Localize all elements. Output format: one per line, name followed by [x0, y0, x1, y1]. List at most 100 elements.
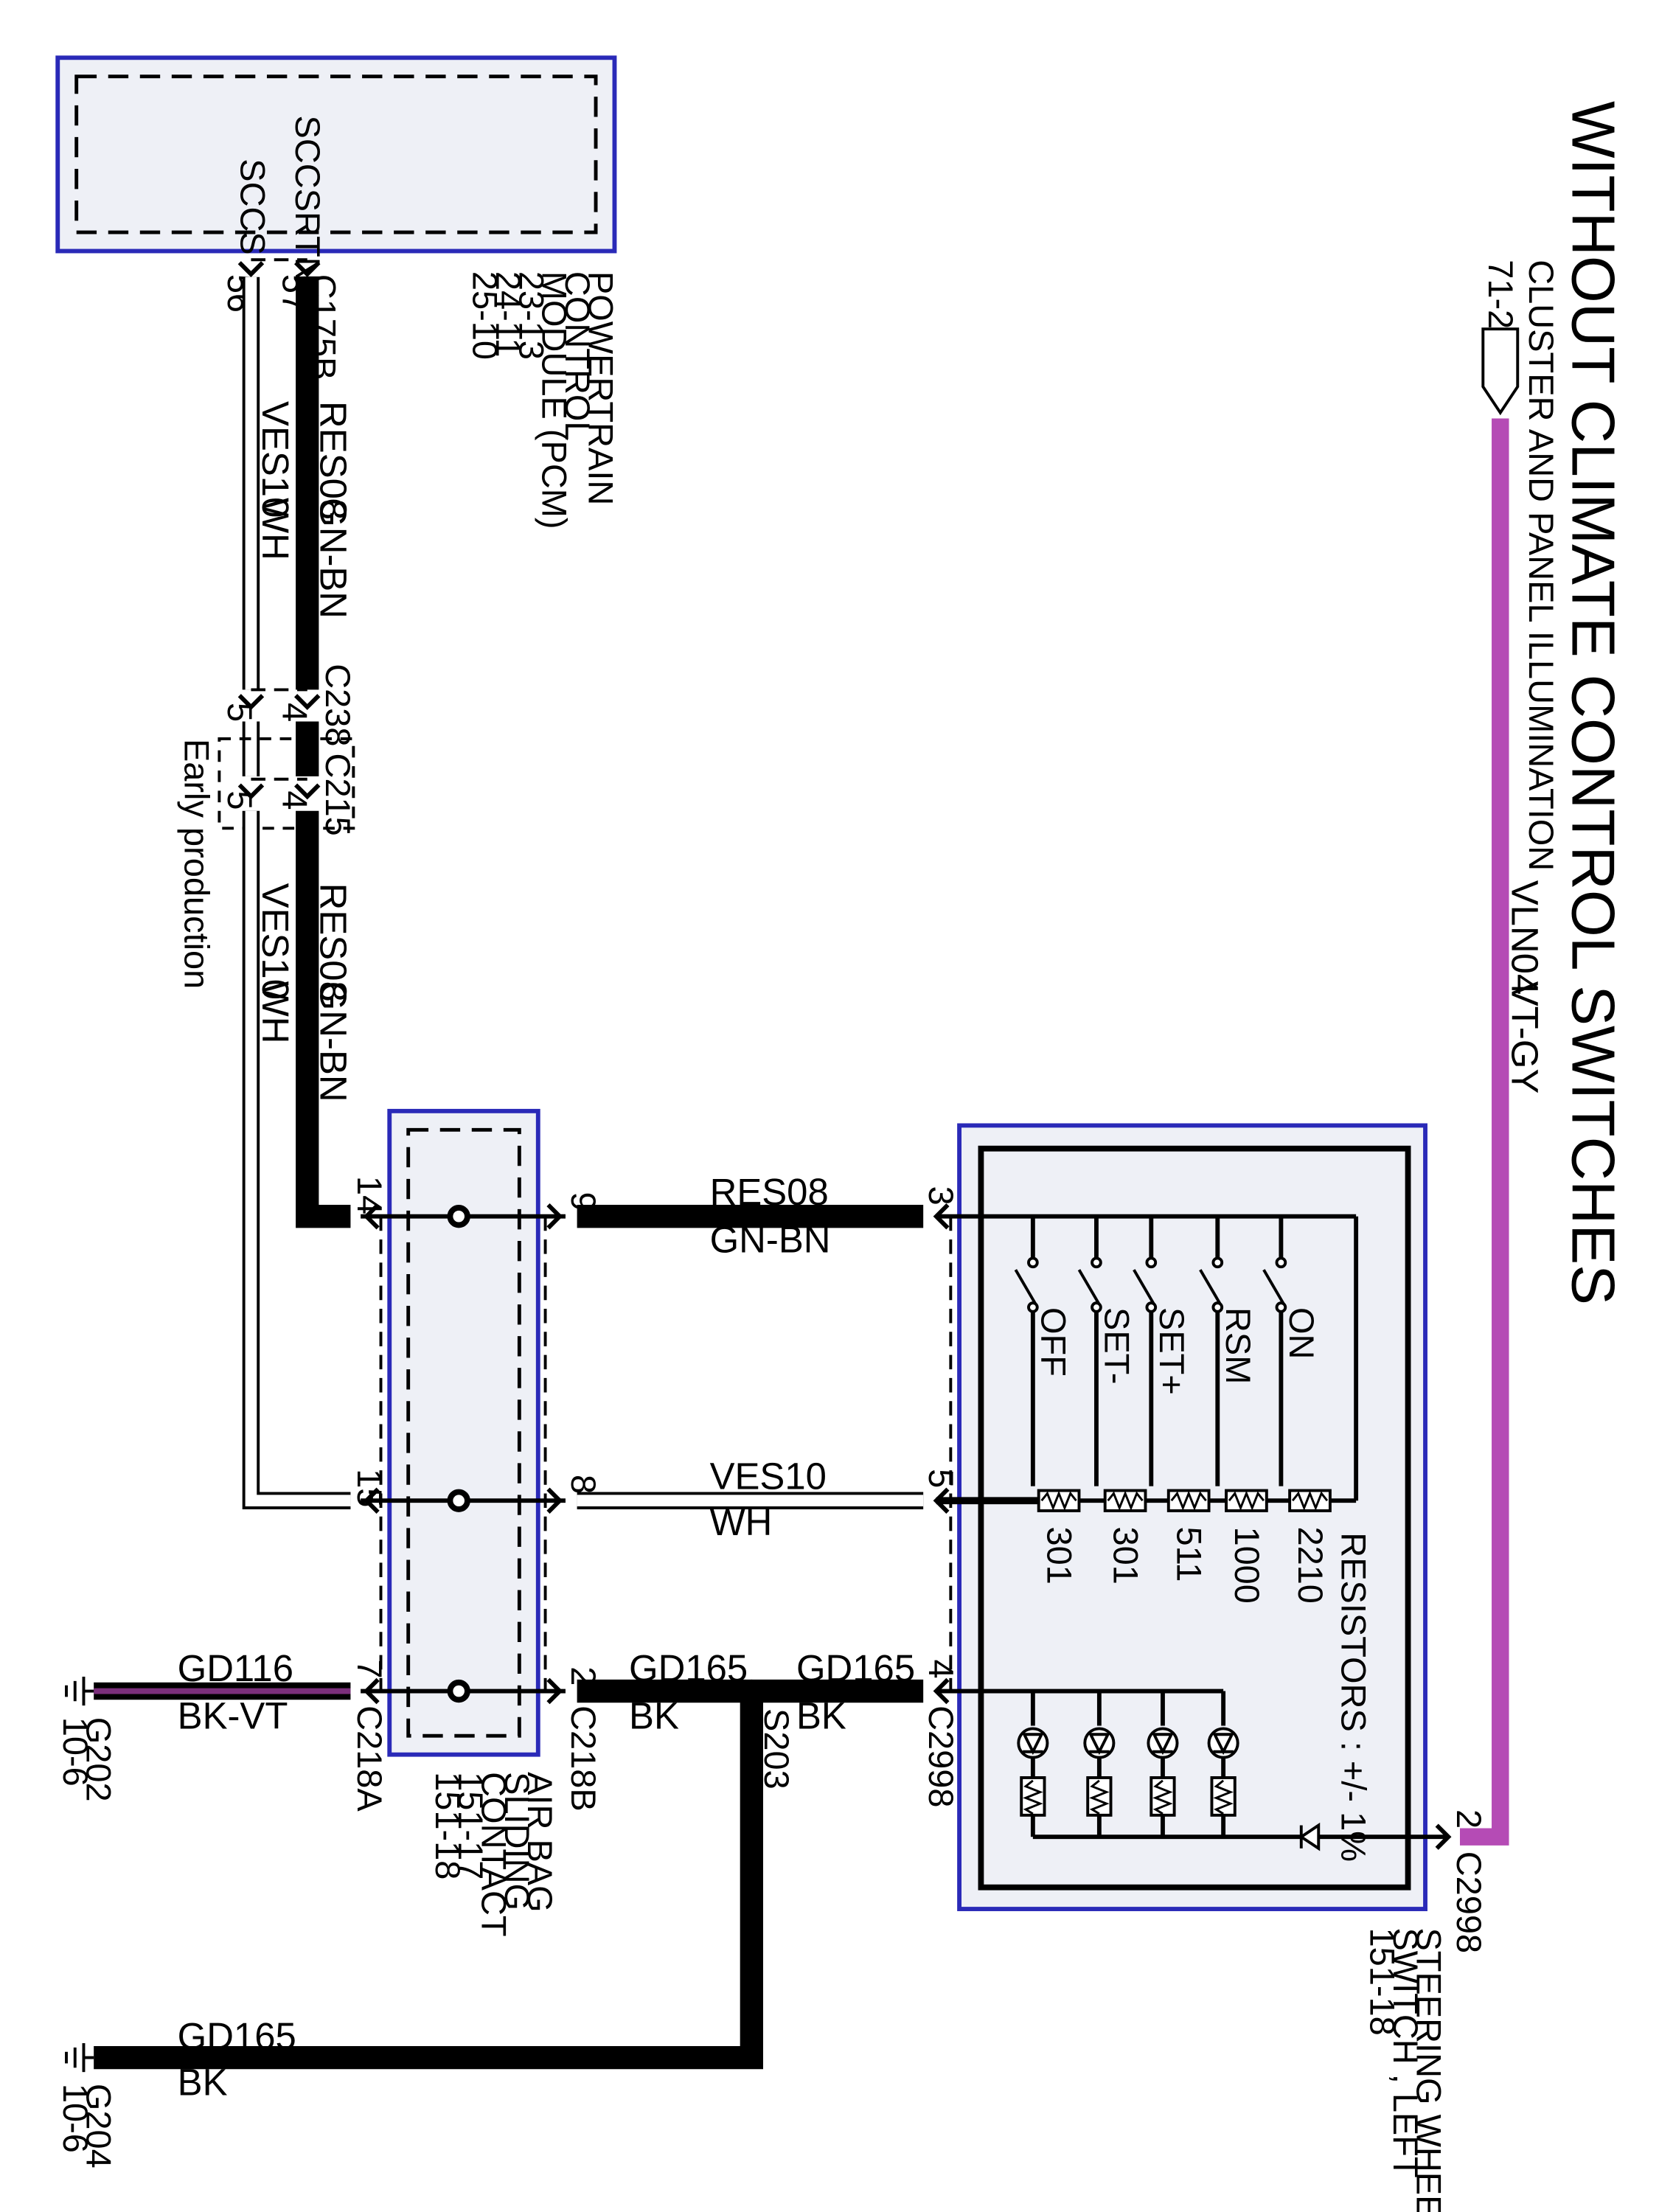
resistor-301-b: 301 [1103, 1489, 1147, 1585]
wire-label-gn-bn: GN-BN [312, 981, 354, 1102]
switch-pin: 3 [922, 1186, 961, 1206]
wire-label-res08: RES08 [312, 401, 354, 520]
wire-label-vt-gy: VT-GY [1503, 981, 1545, 1094]
pcm-pin-label-sccs: SCCS [234, 159, 273, 254]
pcm-ref: 23-13 [512, 271, 551, 360]
pcm-connector-arrow [294, 261, 321, 277]
led-lamp [1147, 1691, 1179, 1837]
wire-label-bk-vt: BK-VT [178, 1694, 288, 1736]
ground-label: G204 [79, 2084, 118, 2168]
wire-label-ves10: VES10 [254, 401, 296, 518]
ground-g204: G204 10-6 [56, 2043, 118, 2168]
diagram-title: WITHOUT CLIMATE CONTROL SWITCHES [1559, 101, 1627, 1305]
wire-label-wh: WH [254, 981, 296, 1044]
c215-note: Early production [177, 739, 216, 989]
airbag-name-line: AIR BAG [521, 1772, 560, 1913]
svg-text:OFF: OFF [1034, 1307, 1074, 1377]
c238-label: C238 [319, 664, 358, 746]
connector-c238: C238 4 5 [220, 664, 358, 746]
pcm-module: SCCSRTN SCCS POWERTRAIN CONTROL MODULE (… [55, 55, 620, 529]
airbag-sliding-contact: 14 15 7 9 8 2 C218A C218B AIR BAG SLIDIN… [350, 1108, 603, 1937]
airbag-name-line: CONTACT [474, 1772, 513, 1936]
wire-label-res08: RES08 [710, 1171, 829, 1213]
wire-label-res08: RES08 [312, 883, 354, 1002]
switch-connector: C2998 [1450, 1851, 1489, 1953]
illumination-feed: CLUSTER AND PANEL ILLUMINATION 71-2 VLN0… [1460, 260, 1561, 1846]
wire-label-gd165: GD165 [629, 1647, 748, 1689]
airbag-name-line: SLIDING [498, 1772, 537, 1910]
resistors-note: RESISTORS : +/- 1% [1335, 1532, 1374, 1862]
wire-label-gn-bn: GN-BN [312, 498, 354, 619]
svg-text:ON: ON [1282, 1307, 1321, 1359]
c215-pin: 4 [275, 790, 314, 810]
led-lamp [1017, 1691, 1049, 1837]
ground-g202: GD116 BK-VT G202 10-6 [56, 1647, 351, 1802]
ground-label: G202 [79, 1717, 118, 1802]
switch-contact-rsm: RSM [1199, 1216, 1258, 1486]
airbag-pin: 14 [350, 1176, 389, 1214]
wire-label-wh: WH [710, 1501, 773, 1543]
resistor-301-a: 301 [1037, 1489, 1081, 1585]
wire-label-gd165: GD165 [796, 1647, 915, 1689]
connector-c215: C215 4 5 Early production [177, 737, 358, 989]
wire-label-gd165: GD165 [178, 2015, 296, 2057]
switch-ref: 151-18 [1363, 1927, 1402, 2035]
diode [1298, 1822, 1321, 1851]
svg-text:SET+: SET+ [1152, 1307, 1192, 1395]
wire-res08-lower [296, 810, 351, 1228]
svg-text:301: 301 [1040, 1526, 1079, 1584]
c215-label: C215 [319, 754, 358, 836]
switch-pin: 5 [922, 1469, 961, 1488]
svg-text:1000: 1000 [1228, 1526, 1267, 1603]
illumination-ref: 71-2 [1481, 260, 1520, 329]
wire-ves10-lower [245, 810, 351, 1507]
pcm-ref: 24-11 [489, 271, 528, 358]
wire-label-bk: BK [629, 1694, 679, 1736]
switch-contact-set-minus: SET- [1077, 1216, 1137, 1486]
splice-label: S203 [757, 1708, 796, 1790]
switch-contact-set-plus: SET+ [1133, 1216, 1192, 1486]
svg-text:SET-: SET- [1098, 1307, 1137, 1384]
airbag-ref: 151-17 [451, 1772, 490, 1879]
pcm-name-line: POWERTRAIN [581, 271, 620, 505]
switch-name-line: STEERING WHEEL [1409, 1927, 1448, 2212]
wire-label-gd116: GD116 [178, 1647, 293, 1689]
wire-label-gn-bn: GN-BN [710, 1219, 831, 1261]
wire-label-ves10: VES10 [254, 883, 296, 1000]
c215-pin: 5 [220, 790, 260, 810]
svg-text:2210: 2210 [1291, 1526, 1330, 1603]
switch-contact-off: OFF [1014, 1216, 1074, 1486]
resistor-2210: 2210 [1288, 1489, 1332, 1604]
airbag-pin: 15 [350, 1469, 389, 1507]
switch-pin: 2 [1450, 1809, 1489, 1829]
airbag-connector-right: C218B [564, 1705, 603, 1812]
wire-vln04 [1460, 418, 1509, 1846]
c238-pin: 5 [220, 703, 260, 722]
ground-ref: 10-6 [56, 2084, 95, 2153]
wire-label-bk: BK [796, 1694, 846, 1736]
resistor-511: 511 [1166, 1489, 1211, 1582]
pcm-connector-arrow [237, 261, 265, 277]
airbag-pin: 7 [350, 1659, 389, 1678]
switch-contact-on: ON [1262, 1216, 1321, 1486]
airbag-ref: 151-18 [428, 1772, 467, 1879]
pcm-ref: 25-10 [466, 271, 505, 360]
svg-text:511: 511 [1170, 1526, 1209, 1582]
switch-name-line: SWITCH , LEFT [1386, 1927, 1425, 2177]
wire-label-vln04: VLN04 [1503, 880, 1545, 995]
led-lamp [1207, 1691, 1239, 1837]
wire-label-ves10: VES10 [710, 1455, 827, 1498]
switch-connector: C2998 [922, 1705, 961, 1807]
airbag-pin: 8 [564, 1475, 603, 1494]
wire-label-bk: BK [178, 2061, 228, 2103]
wire-gd165-ground [94, 1691, 763, 2070]
svg-text:RSM: RSM [1219, 1307, 1258, 1384]
wire-label-wh: WH [254, 498, 296, 560]
pcm-name-line: CONTROL [558, 271, 597, 441]
resistor-1000: 1000 [1225, 1489, 1268, 1604]
switch-pin: 4 [922, 1659, 961, 1678]
ground-ref: 10-6 [56, 1717, 95, 1787]
pcm-name-line: MODULE (PCM) [535, 271, 574, 529]
led-lamp [1083, 1691, 1116, 1837]
